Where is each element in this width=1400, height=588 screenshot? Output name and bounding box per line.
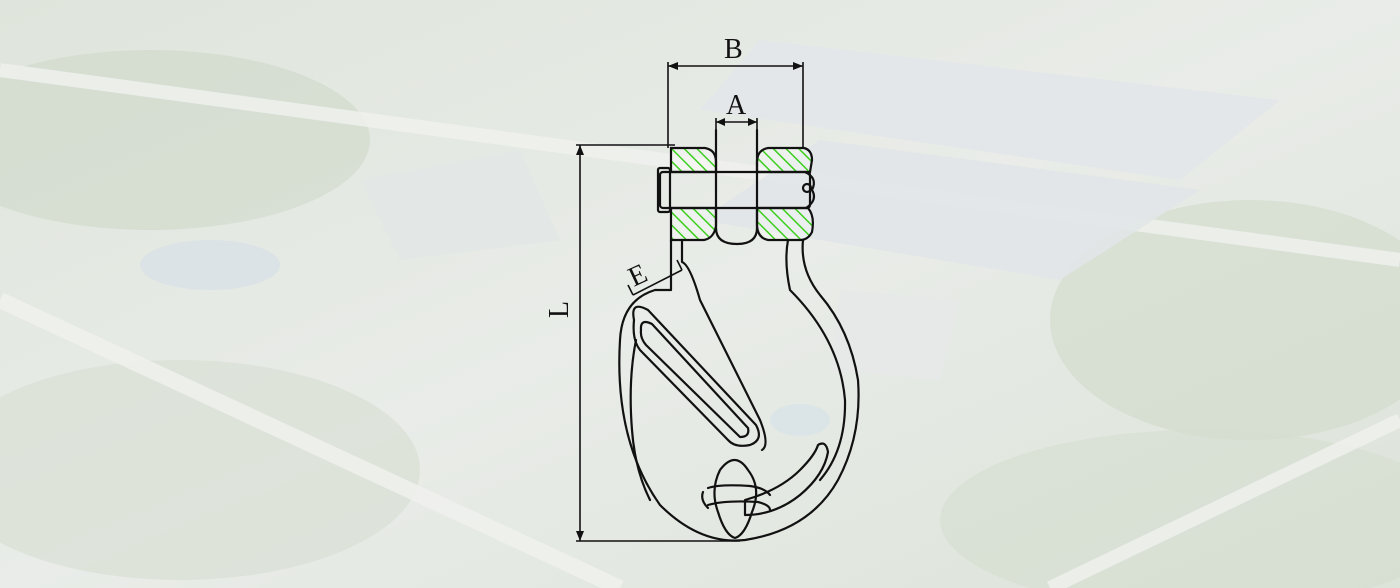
dimension-a: A <box>715 90 758 150</box>
dimension-a-label: A <box>726 90 747 121</box>
dimension-l-label: L <box>544 301 575 318</box>
dimension-l: L <box>544 144 740 542</box>
hook-body <box>618 238 860 542</box>
dimension-e: E <box>624 258 683 296</box>
clevis-head <box>656 128 816 246</box>
dimension-b-label: B <box>724 34 743 65</box>
dimension-b: B <box>667 34 804 148</box>
dimension-e-label: E <box>624 258 653 293</box>
